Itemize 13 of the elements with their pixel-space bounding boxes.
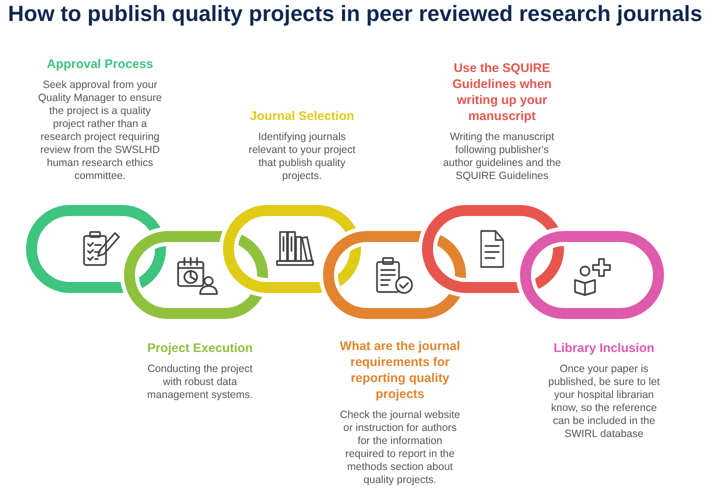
step-heading: Project Execution (147, 340, 253, 356)
step-heading: What are the journal requirements for reporting quality projects (338, 338, 462, 402)
step-heading: Journal Selection (250, 108, 354, 124)
step-heading: Library Inclusion (554, 340, 654, 356)
step-heading: Approval Process (46, 56, 154, 72)
step-description: Once your paper is published, be sure to let your hospital librarian know, so the reference can be included in the SWIRL database (547, 363, 661, 441)
step-description: Writing the manuscript following publisher's author guidelines and the SQUIRE Guidelines (442, 131, 562, 183)
step-description: Conducting the project with robust data management systems. (146, 363, 254, 402)
step-heading: Use the SQUIRE Guidelines when writing up your manuscript (451, 60, 553, 124)
step-description: Seek approval from your Quality Manager to ensure the project is a quality project rather than a research project requiring review from the SWSLHD human research ethics committee. (37, 79, 163, 183)
step-description: Identifying journals relevant to your project that publish quality projects. (248, 131, 356, 183)
title: How to publish quality projects in peer reviewed research journals (8, 1, 702, 27)
step-description: Check the journal website or instruction for authors for the information required to report in the methods section about quality projects. (340, 409, 460, 487)
